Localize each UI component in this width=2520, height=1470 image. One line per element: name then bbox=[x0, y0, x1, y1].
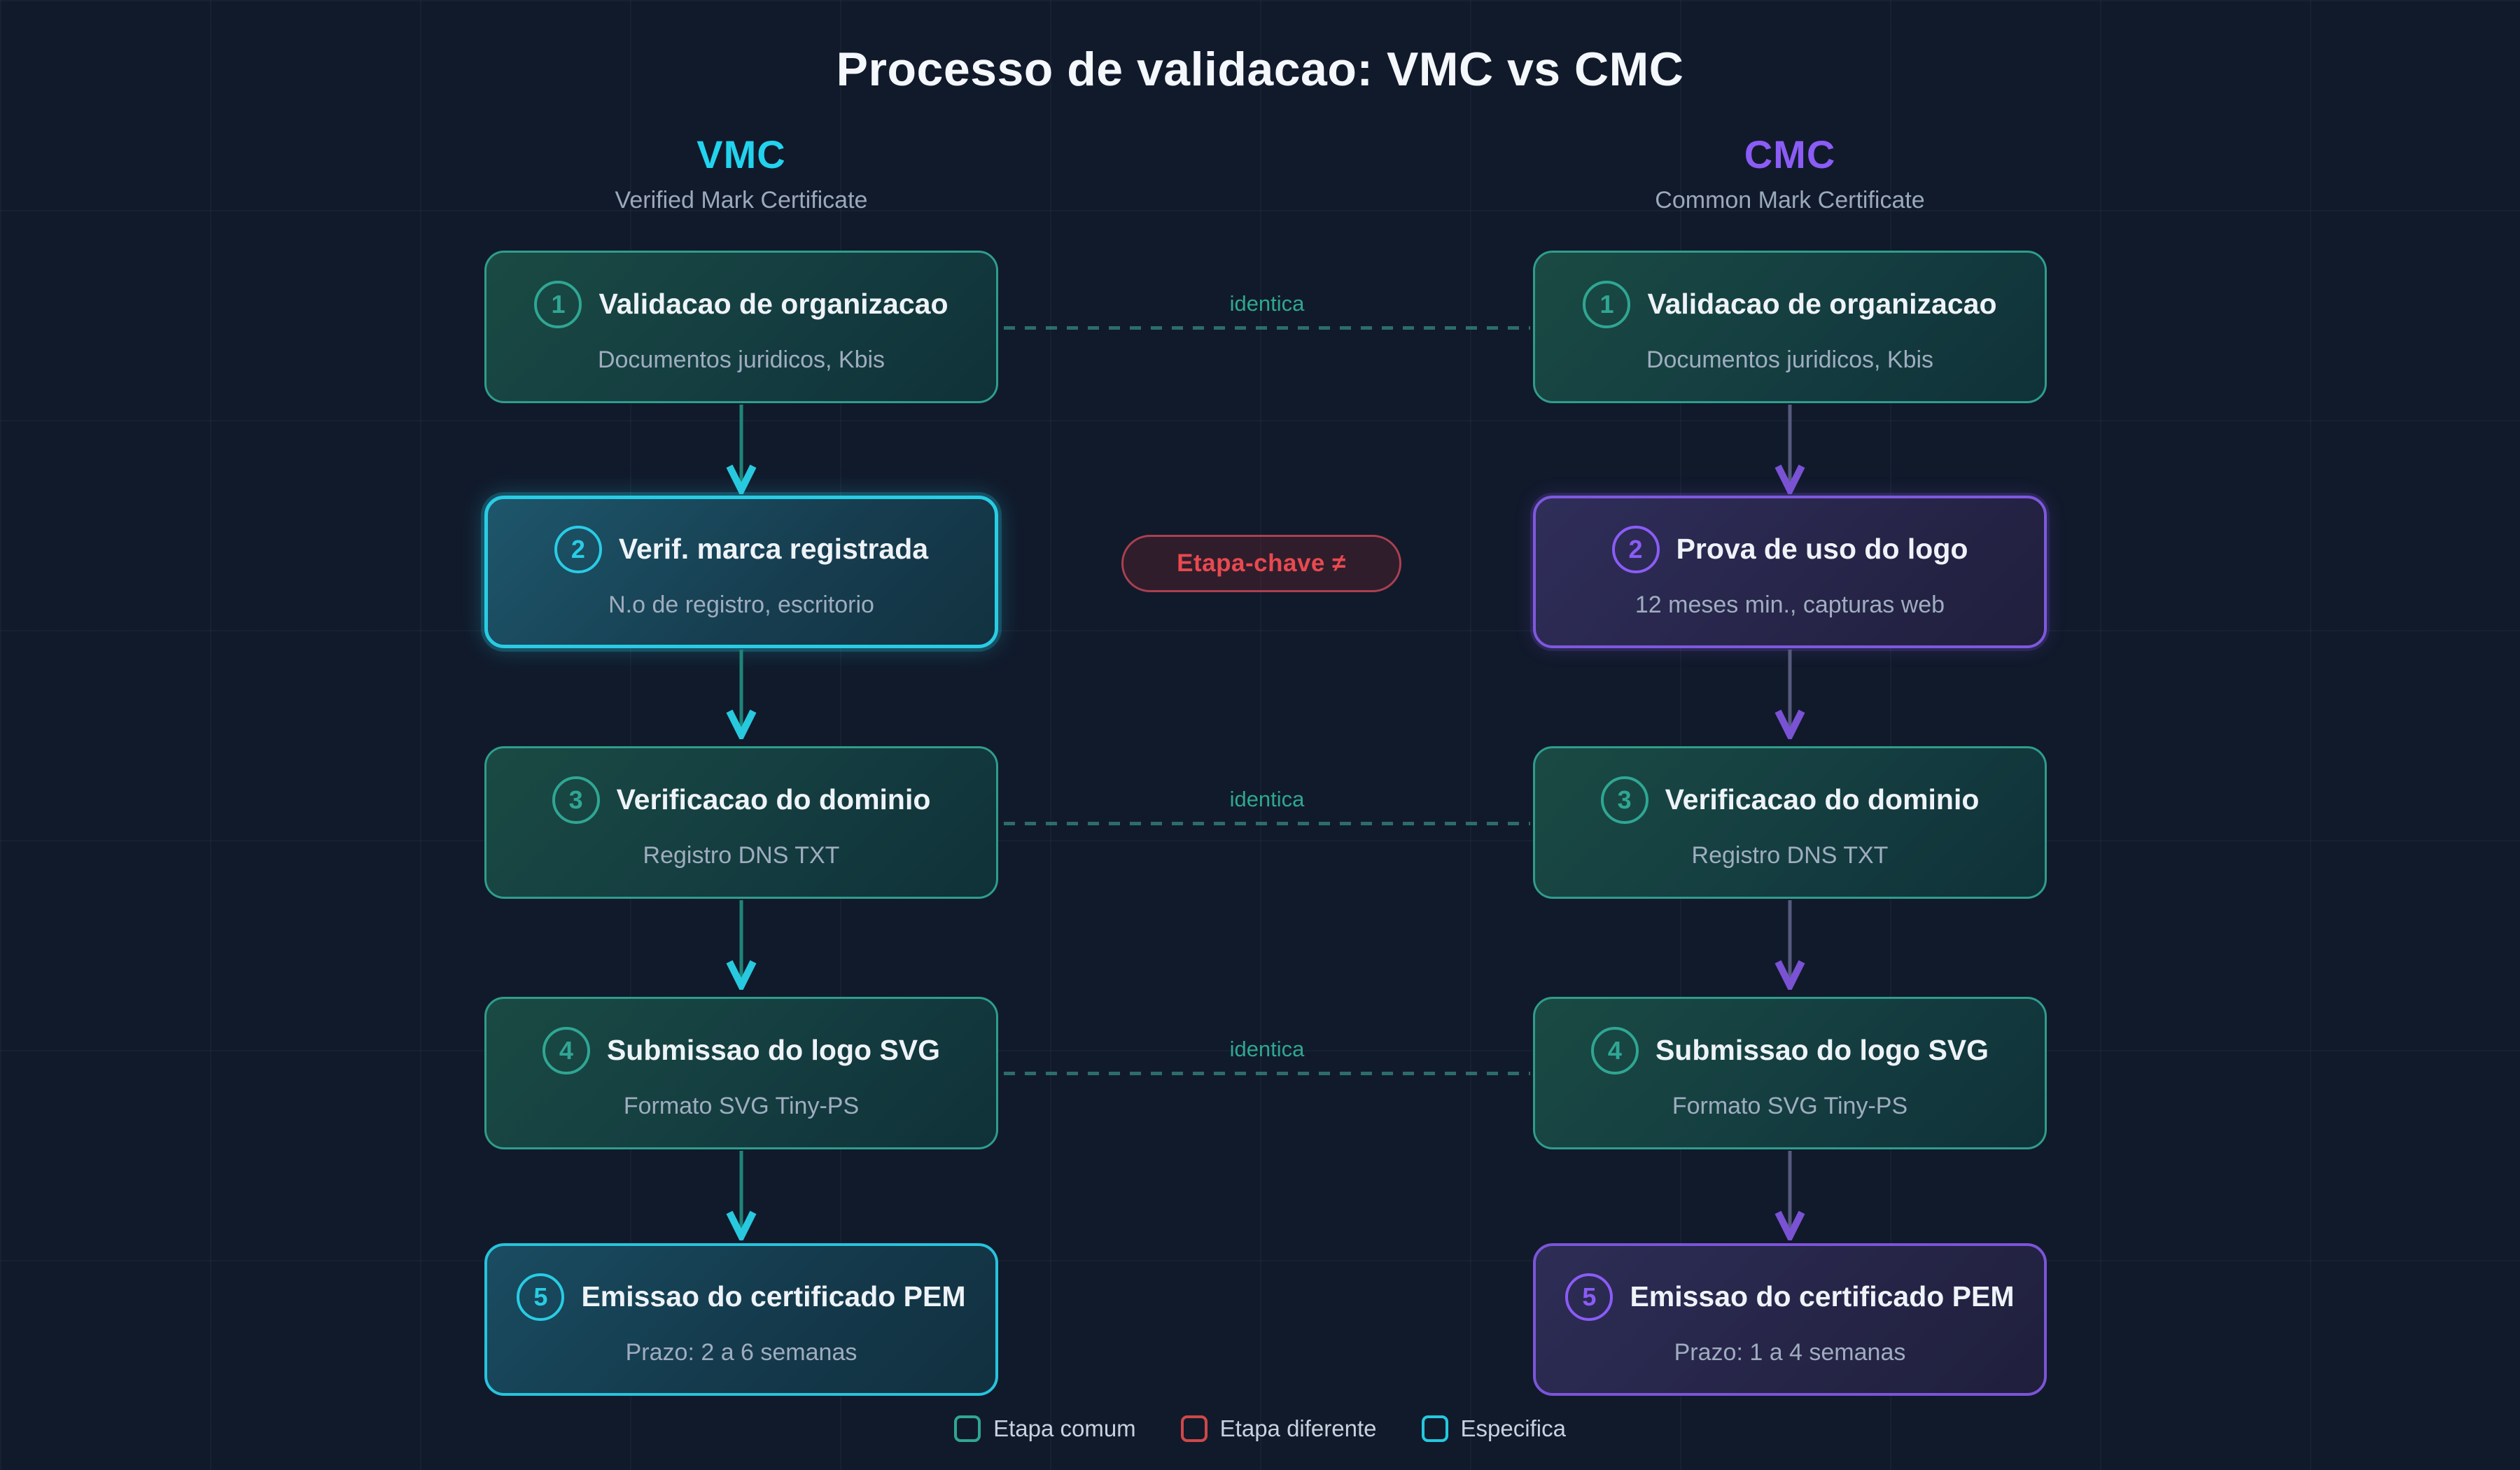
vmc-step-2-box: 2 Verif. marca registrada N.o de registr… bbox=[484, 496, 998, 648]
connector-label: identica bbox=[1229, 291, 1305, 316]
step-subtitle: Documentos juridicos, Kbis bbox=[597, 346, 886, 373]
connector-line bbox=[1004, 822, 1530, 825]
vmc-step-1-box: 1 Validacao de organizacao Documentos ju… bbox=[484, 251, 998, 403]
arrow-down-icon bbox=[1774, 1151, 1805, 1240]
step-title: Verificacao do dominio bbox=[1665, 783, 1980, 816]
step-number: 4 bbox=[542, 1026, 590, 1074]
step-title: Validacao de organizacao bbox=[1647, 288, 1997, 320]
legend-item-specific: Especifica bbox=[1421, 1415, 1566, 1442]
step-number: 5 bbox=[517, 1273, 565, 1321]
common-step-swatch-icon bbox=[954, 1415, 981, 1442]
step-title-row: 5 Emissao do certificado PEM bbox=[517, 1273, 966, 1321]
vmc-step-5-box: 5 Emissao do certificado PEM Prazo: 2 a … bbox=[484, 1243, 998, 1396]
arrow-down-icon bbox=[726, 900, 757, 990]
step-title-row: 5 Emissao do certificado PEM bbox=[1565, 1273, 2015, 1321]
step-number: 4 bbox=[1590, 1026, 1639, 1074]
step-title-row: 1 Validacao de organizacao bbox=[1583, 280, 1997, 328]
legend-item-common: Etapa comum bbox=[954, 1415, 1136, 1442]
cmc-subtitle: Common Mark Certificate bbox=[1655, 187, 1925, 214]
step-number: 5 bbox=[1565, 1273, 1614, 1321]
arrow-down-icon bbox=[726, 405, 757, 494]
step-title: Verificacao do dominio bbox=[616, 783, 931, 816]
legend-label: Etapa comum bbox=[993, 1415, 1136, 1441]
step-title-row: 1 Validacao de organizacao bbox=[534, 280, 948, 328]
step-title: Submissao do logo SVG bbox=[1655, 1034, 1989, 1066]
legend-label: Especifica bbox=[1460, 1415, 1566, 1441]
step-subtitle: Formato SVG Tiny-PS bbox=[623, 1092, 860, 1119]
step-subtitle: 12 meses min., capturas web bbox=[1634, 591, 1945, 618]
connector-label: identica bbox=[1229, 787, 1305, 811]
step-title-row: 2 Prova de uso do logo bbox=[1611, 525, 1968, 573]
step-subtitle: Registro DNS TXT bbox=[643, 841, 840, 869]
legend-label: Etapa diferente bbox=[1219, 1415, 1377, 1441]
arrow-down-icon bbox=[726, 650, 757, 739]
legend: Etapa comum Etapa diferente Especifica bbox=[0, 1415, 2520, 1442]
step-title-row: 2 Verif. marca registrada bbox=[554, 525, 929, 573]
vmc-label: VMC bbox=[696, 132, 786, 176]
step-number: 2 bbox=[554, 525, 602, 573]
cmc-step-5-box: 5 Emissao do certificado PEM Prazo: 1 a … bbox=[1533, 1243, 2047, 1396]
arrow-down-icon bbox=[1774, 405, 1805, 494]
page-title: Processo de validacao: VMC vs CMC bbox=[836, 43, 1684, 96]
step-title: Prova de uso do logo bbox=[1676, 533, 1968, 565]
step-title: Verif. marca registrada bbox=[618, 533, 929, 565]
cmc-step-1-box: 1 Validacao de organizacao Documentos ju… bbox=[1533, 251, 2047, 403]
step-number: 1 bbox=[1583, 280, 1631, 328]
step-subtitle: Prazo: 1 a 4 semanas bbox=[1674, 1338, 1906, 1366]
arrow-down-icon bbox=[1774, 900, 1805, 990]
step-title-row: 4 Submissao do logo SVG bbox=[1590, 1026, 1989, 1074]
cmc-label: CMC bbox=[1744, 132, 1836, 176]
different-step-swatch-icon bbox=[1180, 1415, 1208, 1442]
connector-label: identica bbox=[1229, 1037, 1305, 1061]
cmc-step-3-box: 3 Verificacao do dominio Registro DNS TX… bbox=[1533, 746, 2047, 899]
arrow-down-icon bbox=[726, 1151, 757, 1240]
step-title-row: 4 Submissao do logo SVG bbox=[542, 1026, 941, 1074]
step-subtitle: Registro DNS TXT bbox=[1691, 841, 1889, 869]
vmc-step-3-box: 3 Verificacao do dominio Registro DNS TX… bbox=[484, 746, 998, 899]
step-number: 3 bbox=[1600, 776, 1648, 824]
cmc-step-4-box: 4 Submissao do logo SVG Formato SVG Tiny… bbox=[1533, 997, 2047, 1149]
column-header-cmc: CMC Common Mark Certificate bbox=[1533, 132, 2047, 214]
step-title-row: 3 Verificacao do dominio bbox=[1600, 776, 1980, 824]
step-title-row: 3 Verificacao do dominio bbox=[552, 776, 931, 824]
cmc-step-2-box: 2 Prova de uso do logo 12 meses min., ca… bbox=[1533, 496, 2047, 648]
vmc-step-4-box: 4 Submissao do logo SVG Formato SVG Tiny… bbox=[484, 997, 998, 1149]
step-number: 1 bbox=[534, 280, 582, 328]
specific-step-swatch-icon bbox=[1421, 1415, 1448, 1442]
key-difference-badge: Etapa-chave ≠ bbox=[1121, 535, 1401, 592]
column-header-vmc: VMC Verified Mark Certificate bbox=[484, 132, 998, 214]
step-subtitle: Formato SVG Tiny-PS bbox=[1672, 1092, 1908, 1119]
step-title: Emissao do certificado PEM bbox=[1630, 1280, 2015, 1312]
legend-item-different: Etapa diferente bbox=[1180, 1415, 1377, 1442]
vmc-subtitle: Verified Mark Certificate bbox=[615, 187, 868, 214]
step-title: Emissao do certificado PEM bbox=[581, 1280, 966, 1312]
step-title: Submissao do logo SVG bbox=[606, 1034, 941, 1066]
step-subtitle: Prazo: 2 a 6 semanas bbox=[625, 1338, 858, 1366]
step-title: Validacao de organizacao bbox=[598, 288, 948, 320]
step-number: 2 bbox=[1611, 525, 1660, 573]
arrow-down-icon bbox=[1774, 650, 1805, 739]
step-subtitle: Documentos juridicos, Kbis bbox=[1646, 346, 1934, 373]
step-subtitle: N.o de registro, escritorio bbox=[608, 591, 874, 618]
connector-line bbox=[1004, 326, 1530, 330]
connector-line bbox=[1004, 1072, 1530, 1075]
step-number: 3 bbox=[552, 776, 600, 824]
